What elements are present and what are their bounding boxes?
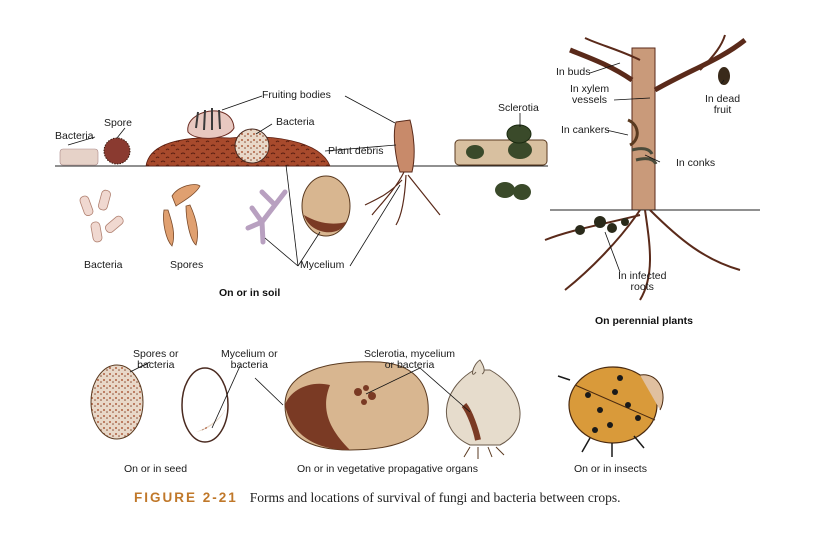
section-on-or-in-insects: On or in insects [574, 463, 647, 475]
perennial-tree [569, 34, 747, 211]
dead-fruit [718, 67, 730, 85]
sclerotium-soil-1 [495, 182, 515, 198]
label-bacteria-bottom: Bacteria [84, 259, 123, 271]
label-sclerotia-mycelium-or-bacteria: Sclerotia, mycelium or bacteria [364, 348, 456, 371]
label-bacteria-mid: Bacteria [276, 116, 315, 128]
sclerotium-top [506, 124, 532, 144]
tuber-lesions [354, 385, 376, 405]
plant-debris-roots [364, 171, 441, 226]
label-fruiting-bodies: Fruiting bodies [262, 89, 331, 101]
conks [631, 147, 658, 165]
label-spore: Spore [104, 117, 133, 129]
sclerotium-soil-2 [513, 184, 531, 200]
canker [627, 118, 639, 147]
infected-root-nodules [575, 216, 629, 235]
section-vegetative-propagative-organs: On or in vegetative propagative organs [297, 463, 478, 475]
bacteria-block [59, 148, 99, 166]
spore-ball [103, 137, 131, 165]
leader-lines [67, 62, 725, 429]
figure-caption-text: Forms and locations of survival of fungi… [249, 490, 621, 505]
label-in-buds: In buds [556, 66, 591, 78]
label-in-dead-fruit: In dead fruit [705, 93, 741, 116]
seed-cross-section [181, 367, 229, 443]
label-mycelium: Mycelium [300, 259, 345, 271]
lady-beetle [557, 366, 664, 457]
label-bacteria-top: Bacteria [55, 130, 94, 142]
label-spores: Spores [170, 259, 204, 271]
bacteria-rods [79, 189, 124, 243]
label-plant-debris: Plant debris [328, 145, 384, 157]
label-mycelium-or-bacteria: Mycelium or bacteria [221, 348, 278, 371]
label-in-conks: In conks [676, 157, 716, 169]
plant-debris-stem [393, 119, 415, 173]
figure-number: FIGURE 2-21 [134, 490, 238, 505]
section-on-or-in-soil: On or in soil [219, 287, 281, 299]
tree-roots [544, 209, 741, 301]
hyphae-branch [245, 189, 288, 245]
figure-caption: FIGURE 2-21 Forms and locations of surviv… [134, 489, 621, 507]
label-in-cankers: In cankers [561, 124, 610, 136]
bacteria-cell-cluster [234, 128, 270, 164]
section-on-or-in-seed: On or in seed [124, 463, 188, 475]
label-sclerotia: Sclerotia [498, 102, 539, 114]
spore-segmented [163, 184, 201, 247]
label-in-infected-roots: In infected roots [618, 270, 667, 293]
section-on-perennial-plants: On perennial plants [595, 315, 694, 327]
onion-roots [463, 446, 505, 459]
label-spores-or-bacteria: Spores or bacteria [133, 348, 179, 371]
label-in-xylem-vessels: In xylem vessels [570, 83, 610, 106]
seed-with-spores [90, 364, 144, 440]
fruiting-body-cup [187, 110, 235, 139]
onion-bulb [445, 369, 521, 446]
